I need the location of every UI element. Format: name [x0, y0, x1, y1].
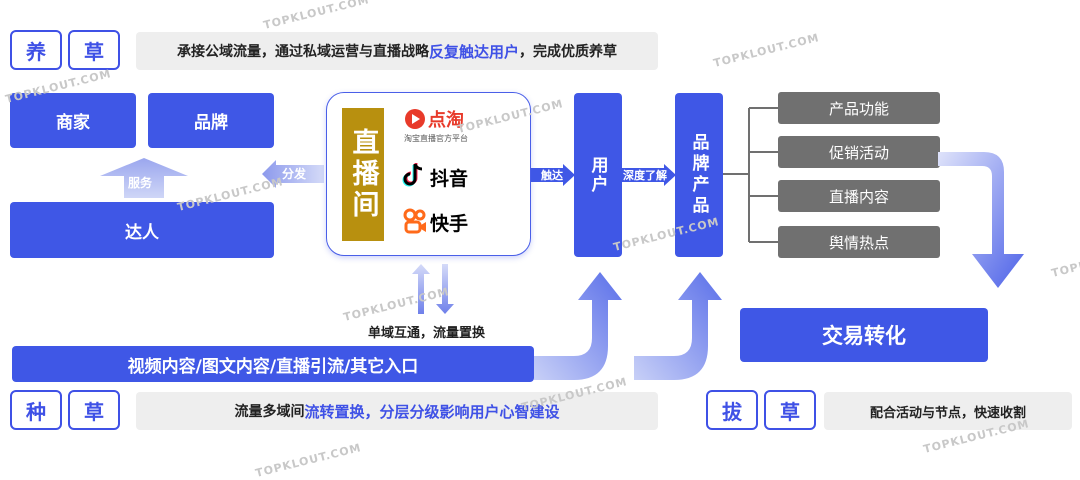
- cao-tag-top: 草: [68, 30, 120, 70]
- exchange-arrows: [412, 264, 454, 314]
- conversion-box: 交易转化: [740, 308, 988, 362]
- kuaishou-logo-icon: [403, 208, 426, 234]
- feature-item-4: 舆情热点: [778, 226, 940, 258]
- dian-tao-subtitle: 淘宝直播官方平台: [404, 134, 468, 143]
- deep-understanding-arrow: [622, 164, 676, 186]
- distribute-label: 分发: [282, 167, 307, 181]
- to-conversion-arrow: [938, 152, 1024, 288]
- influencer-box: 达人: [10, 202, 274, 258]
- service-label: 服务: [128, 176, 153, 190]
- content-entry-bar: 视频内容/图文内容/直播引流/其它入口: [12, 346, 534, 382]
- watermark: TOPKLOUT.COM: [262, 0, 371, 32]
- deep-understanding-label: 深度了解: [623, 169, 667, 182]
- ba-tag: 拔: [706, 390, 758, 430]
- dian-tao-logo-icon: [405, 109, 425, 129]
- harvest-banner: 配合活动与节点，快速收割: [824, 392, 1072, 430]
- bracket-connector: [723, 107, 781, 243]
- kuaishou-name: 快手: [430, 213, 469, 235]
- feature-item-2: 促销活动: [778, 136, 940, 168]
- feature-item-1: 产品功能: [778, 92, 940, 124]
- feature-item-3: 直播内容: [778, 180, 940, 212]
- top-banner: 承接公域流量，通过私域运营与直播战略反复触达用户，完成优质养草: [136, 32, 658, 70]
- user-column: 用户: [574, 93, 622, 257]
- merchant-box: 商家: [10, 93, 136, 148]
- brand-box: 品牌: [148, 93, 274, 148]
- entry-to-brand-arrow: [634, 272, 722, 380]
- live-room-title: 直播间: [342, 108, 384, 241]
- watermark: TOPKLOUT.COM: [712, 31, 821, 70]
- distribute-left-arrow: [262, 160, 324, 188]
- douyin-logo-icon: [402, 163, 423, 187]
- watermark: TOPKLOUT.COM: [1050, 241, 1080, 280]
- bottom-banner: 流量多域间流转置换，分层分级影响用户心智建设: [136, 392, 658, 430]
- entry-to-user-arrow: [534, 272, 622, 380]
- yang-tag: 养: [10, 30, 62, 70]
- top-banner-highlight: 反复触达用户: [428, 42, 519, 61]
- bottom-banner-highlight: 流转置换，分层分级影响用户心智建设: [304, 402, 560, 421]
- reach-arrow: [531, 164, 575, 186]
- brand-product-column: 品牌产品: [675, 93, 723, 257]
- watermark: TOPKLOUT.COM: [254, 441, 363, 480]
- zhong-tag: 种: [10, 390, 62, 430]
- dian-tao-name: 点淘: [428, 110, 464, 131]
- douyin-name: 抖音: [430, 168, 469, 190]
- reach-label: 触达: [541, 169, 563, 182]
- cao-tag-bottom: 草: [68, 390, 120, 430]
- service-up-arrow: [100, 158, 188, 198]
- cao-tag-harvest: 草: [764, 390, 816, 430]
- exchange-label: 单域互通，流量置换: [368, 326, 486, 341]
